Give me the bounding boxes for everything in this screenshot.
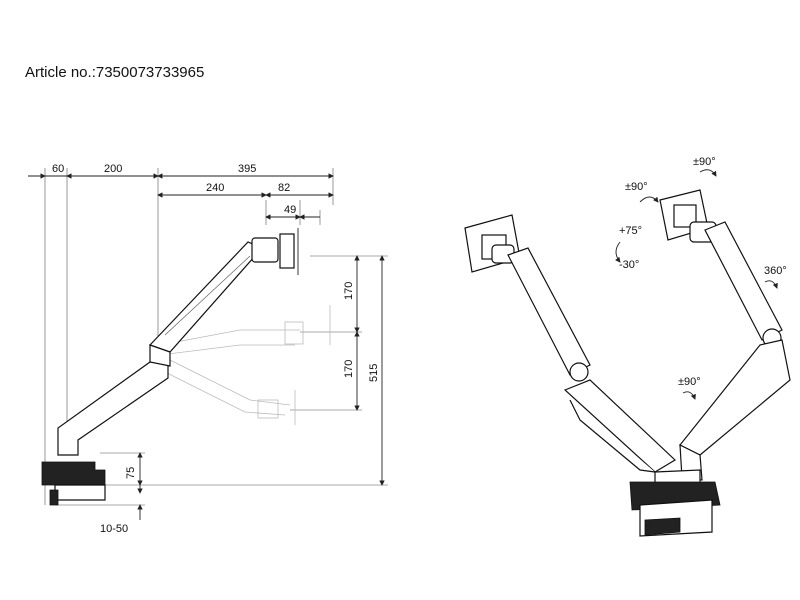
dimension-60: 60	[52, 163, 64, 175]
article-number: Article no.:7350073733965	[25, 64, 205, 81]
dimension-75: 75	[125, 467, 137, 479]
vesa-plate-left	[464, 214, 521, 273]
rotation-tilt-down: -30°	[619, 259, 639, 271]
rotation-lower-arm: ±90°	[678, 376, 701, 388]
rotation-vesa-tilt: ±90°	[625, 181, 648, 193]
dimension-240: 240	[206, 182, 224, 194]
ghost-arm-positions	[159, 305, 331, 425]
horizontal-dimensions	[28, 173, 334, 220]
dimension-200: 200	[104, 163, 122, 175]
vertical-dimensions	[137, 255, 385, 520]
dimension-395: 395	[238, 163, 256, 175]
dimension-170-upper: 170	[343, 282, 355, 300]
arm-right	[679, 221, 791, 481]
clamp-base-iso	[629, 469, 721, 537]
dimension-515: 515	[368, 364, 380, 382]
monitor-arm-side	[41, 228, 299, 506]
dimension-10-50: 10-50	[100, 523, 128, 535]
rotation-tilt-up: +75°	[619, 225, 642, 237]
rotation-vesa-swivel: ±90°	[693, 156, 716, 168]
rotation-base-360: 360°	[764, 265, 787, 277]
side-view: 60 200 395 240 82 49 170 170 515 75 10-5…	[28, 163, 388, 535]
iso-view: ±90° ±90° +75° -30° 360° ±90°	[464, 156, 791, 537]
dimension-170-lower: 170	[343, 360, 355, 378]
rotation-arrows	[615, 169, 778, 400]
dimension-49: 49	[284, 204, 296, 216]
dimension-82: 82	[278, 182, 290, 194]
reference-lines	[44, 168, 388, 506]
arm-left	[507, 247, 676, 473]
